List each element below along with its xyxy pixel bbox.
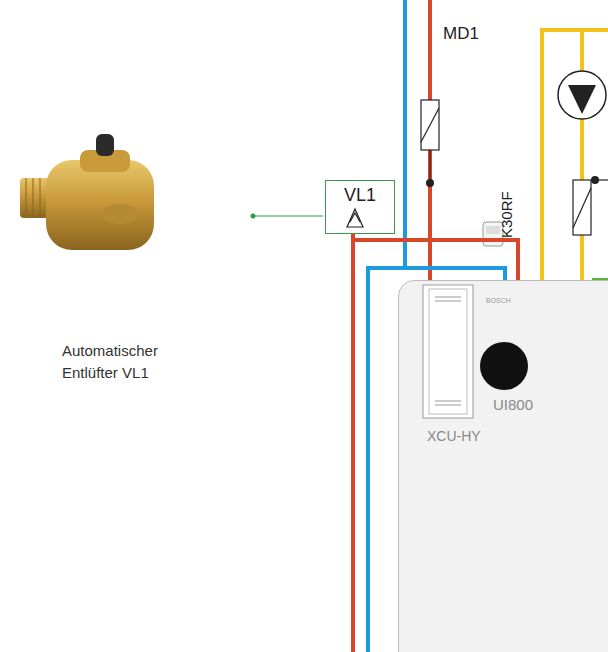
device-housing: XCU-HY <box>398 280 608 652</box>
vent-box: VL1 <box>325 180 395 234</box>
device-panel <box>399 281 608 481</box>
brand-mark: BOSCH <box>486 296 511 306</box>
photo-caption: Automatischer Entlüfter VL1 <box>62 340 187 384</box>
circuit-name: MD1 <box>443 22 479 47</box>
vent-photo <box>20 134 154 250</box>
flow-pipe <box>353 234 518 280</box>
device-name: XCU-HY <box>427 428 481 444</box>
vent-symbol <box>343 207 367 229</box>
display-name: UI800 <box>493 394 533 416</box>
vent-label: VL1 <box>326 185 394 206</box>
sensor-name: K30RF <box>496 191 518 238</box>
